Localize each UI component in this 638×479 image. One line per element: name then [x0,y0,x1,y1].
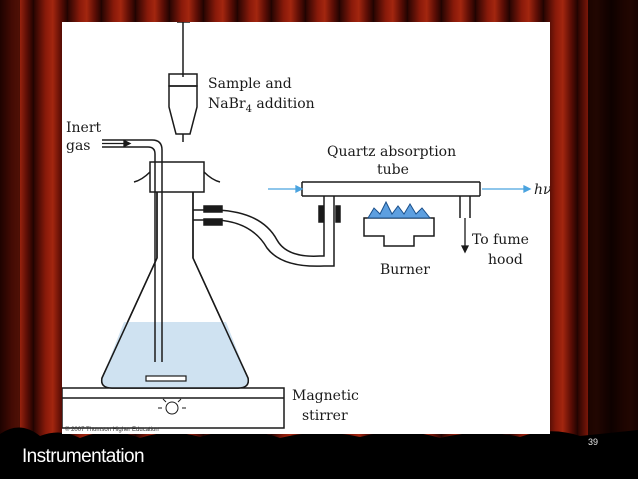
clamp-bottom [203,218,223,226]
gas-inlet-tube [102,139,163,362]
burner-flame [367,200,432,219]
stirrer-label-line2: stirrer [302,408,348,424]
burner [363,217,435,247]
solution-liquid [101,322,249,388]
page-number: 39 [588,437,599,447]
clamp-top [203,205,223,213]
sample-label-line1: Sample and [208,76,292,92]
gas-inlet-arrow [102,139,132,148]
flask-stopper [149,161,205,193]
quartz-tube-label-line1: Quartz absorption [327,144,456,160]
fume-hood-label-line2: hood [488,252,523,268]
fume-hood-label-line1: To fume [472,232,529,248]
slide-title: Instrumentation [22,446,145,467]
inert-gas-label-line1: Inert [66,120,102,136]
connecting-tube [216,209,325,257]
fume-arrow [460,218,470,254]
diagram-panel: Sample and NaBr4 addition Inert gas Quar… [62,22,550,434]
stirrer-light-icon [158,398,186,415]
apparatus-diagram: Sample and NaBr4 addition Inert gas Quar… [62,22,550,433]
stir-bar [145,375,187,382]
syringe-barrel [168,85,198,135]
hv-label: hν [534,182,550,198]
sample-label-line2: NaBr4 addition [208,96,315,115]
burner-label: Burner [380,262,430,278]
light-path-arrows [268,184,532,194]
stirrer-label-line1: Magnetic [292,388,359,404]
copyright-credit: © 2007 Thomson Higher Education [65,426,159,433]
quartz-tube-label-line2: tube [377,162,409,178]
inert-gas-label-line2: gas [66,138,91,154]
